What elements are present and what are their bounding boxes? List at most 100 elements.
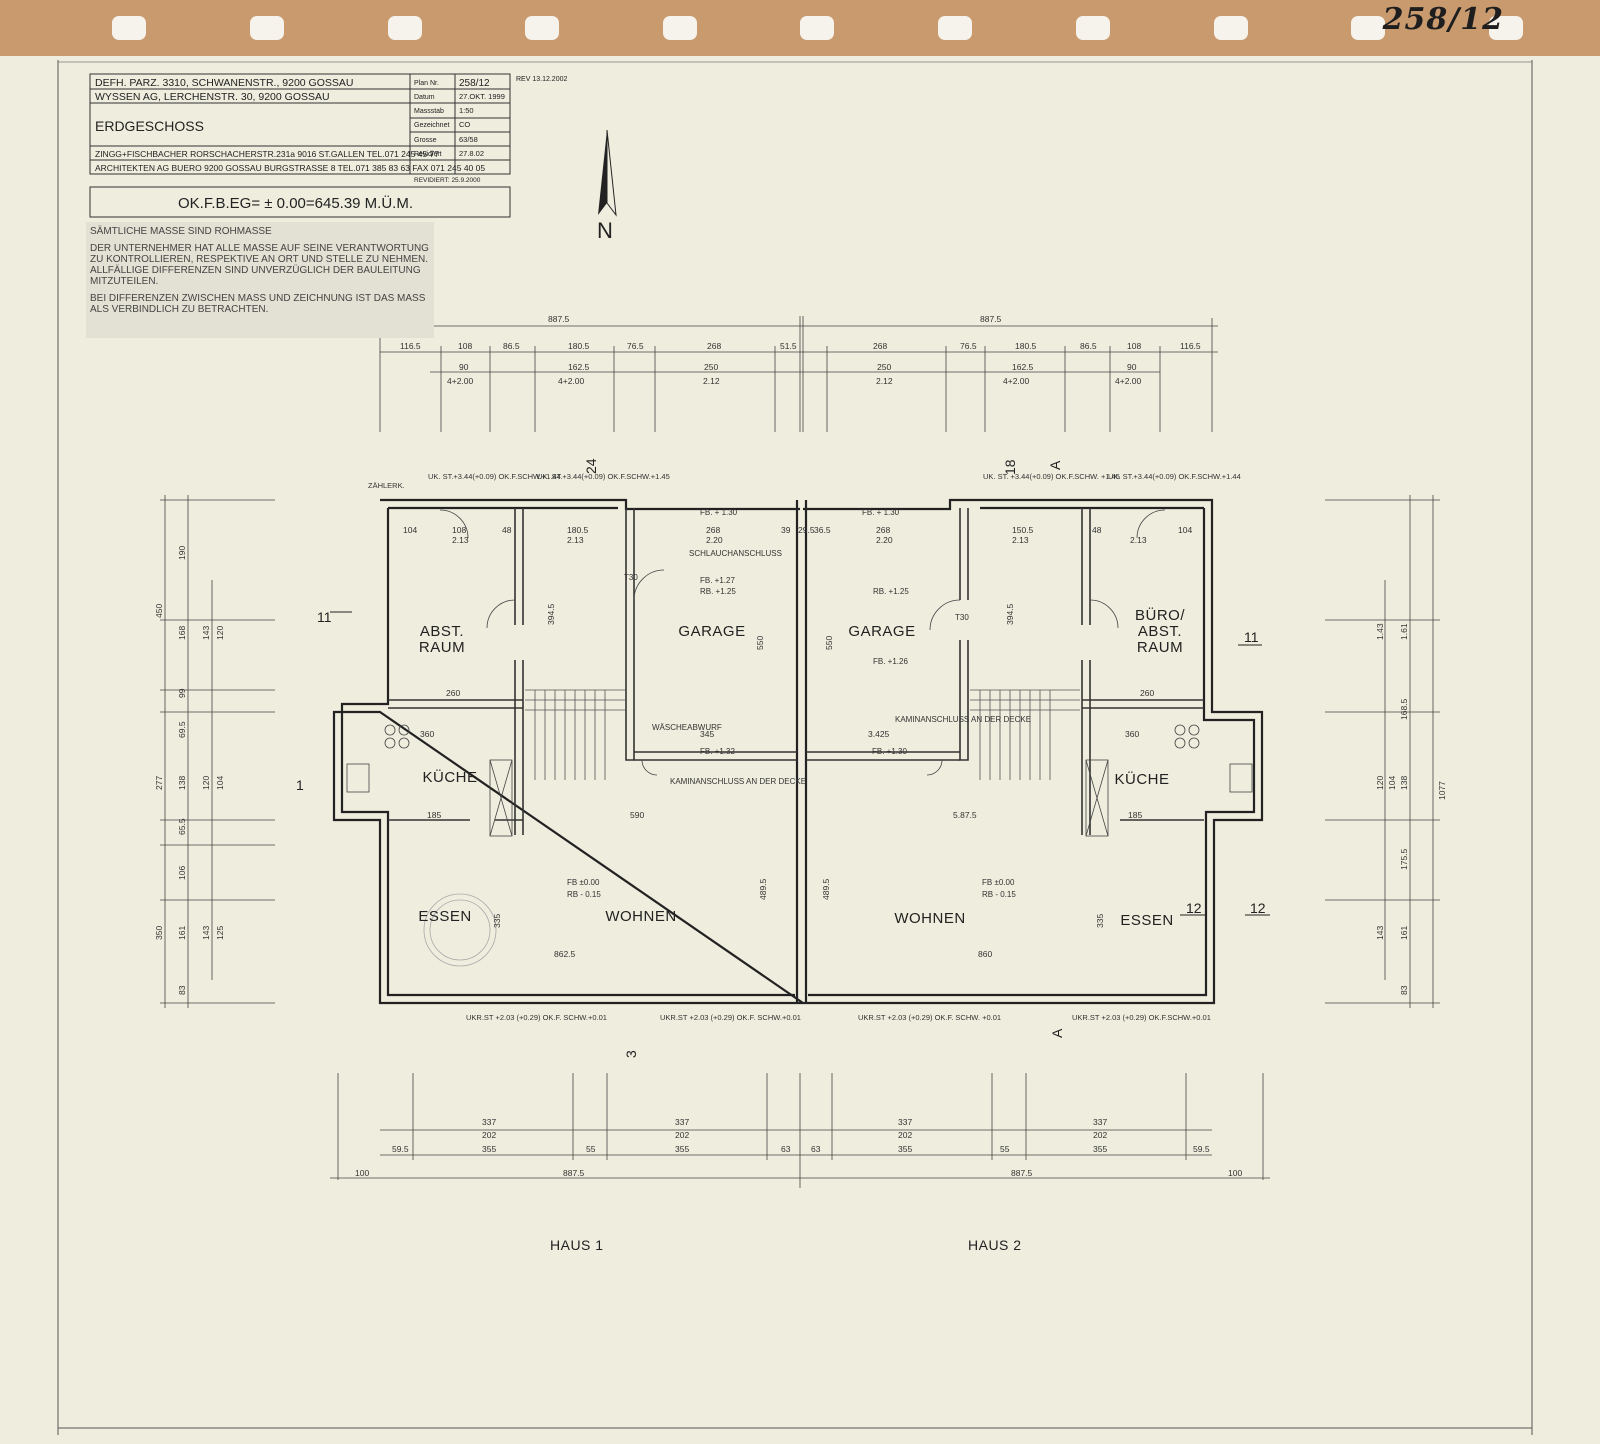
dim-top-opening: 162.5 (1012, 362, 1034, 372)
dim-bottom-chain: 202 (898, 1130, 912, 1140)
dim-top-chain: 76.5 (960, 341, 977, 351)
dim-top-chain: 180.5 (568, 341, 590, 351)
dim-right-chain: 1.61 (1399, 623, 1409, 640)
left-dimension-lines (160, 495, 275, 1008)
annotation-rb-garage-haus2: RB. +1.25 (873, 587, 909, 596)
film-hole (112, 16, 146, 40)
annotation-fb-wohnen-haus1: FB ±0.00 (567, 878, 600, 887)
dim-top-opening: 90 (459, 362, 469, 372)
dim-top-chain: 86.5 (503, 341, 520, 351)
section-marker: 1 (296, 777, 304, 793)
field-label-datum: Datum (414, 94, 435, 101)
dim-bottom-chain: 337 (482, 1117, 496, 1127)
room-label-haus1-kueche: KÜCHE (422, 769, 478, 786)
dim-right-chain: 1077 (1437, 781, 1447, 800)
annotation-uk-bottom-2: UKR.ST +2.03 (+0.29) OK.F. SCHW.+0.01 (660, 1013, 801, 1022)
stairs-haus1 (525, 689, 625, 780)
dim-top-chain: 268 (707, 341, 721, 351)
film-hole (388, 16, 422, 40)
annotation-uk-top-right: UK. ST.+3.44(+0.09) OK.F.SCHW.+1.44 (1108, 472, 1241, 481)
dim-top-opening: 90 (1127, 362, 1137, 372)
film-hole (1351, 16, 1385, 40)
field-label-gezeichnet: Gezeichnet (414, 122, 449, 129)
dim-top-opening: 162.5 (568, 362, 590, 372)
dim-interior: 108 (452, 525, 466, 535)
section-marker: 11 (1244, 629, 1259, 645)
field-value-gezeichnet: CO (459, 120, 470, 129)
handwritten-plan-number: 258/12 (1382, 2, 1504, 37)
dim-left-chain: 106 (177, 866, 187, 880)
annotation-uk-bottom-1: UKR.ST +2.03 (+0.29) OK.F. SCHW.+0.01 (466, 1013, 607, 1022)
kitchen-fixtures-haus1 (346, 724, 513, 837)
dim-left-chain: 69.5 (177, 721, 187, 738)
dim-interior: 2.13 (567, 535, 584, 545)
bottom-dimension-lines (330, 1073, 1270, 1188)
dim-top-opening: 4+2.00 (1115, 376, 1142, 386)
dim-left-chain: 120 (201, 776, 211, 790)
annotation-fb-garage-haus2: FB. +1.26 (873, 657, 908, 666)
dim-left-chain: 350 (154, 926, 164, 940)
annotation-fb-top-haus1: FB. + 1.30 (700, 508, 738, 517)
annotations: ZÄHLERK. UK. ST.+3.44(+0.09) OK.F.SCHW.+… (368, 472, 1241, 1022)
dim-left-chain: 277 (154, 776, 164, 790)
dim-interior: 48 (502, 525, 512, 535)
dim-right-chain: 120 (1375, 776, 1385, 790)
dim-right-chain: 168.5 (1399, 698, 1409, 720)
section-marker: 3 (623, 1050, 639, 1058)
room-label-haus2-wohnen: WOHNEN (894, 910, 966, 927)
dim-interior: 185 (1128, 810, 1142, 820)
film-strip: 258/12 (0, 0, 1600, 56)
dim-right-chain: 161 (1399, 926, 1409, 940)
right-dimension-lines (1325, 495, 1440, 1008)
dim-top-opening: 4+2.00 (447, 376, 474, 386)
dim-right-chain: 143 (1375, 926, 1385, 940)
dim-bottom-chain: 202 (1093, 1130, 1107, 1140)
dim-bottom-chain: 355 (1093, 1144, 1107, 1154)
section-marker: A (1049, 1028, 1065, 1038)
dim-interior: 860 (978, 949, 992, 959)
dim-interior: 268 (876, 525, 890, 535)
annotation-kaminanschluss-haus1: KAMINANSCHLUSS AN DER DECKE (670, 777, 806, 786)
dim-bottom-chain: 355 (482, 1144, 496, 1154)
annotation-rb-garage-haus1: RB. +1.25 (700, 587, 736, 596)
dim-interior: 2.13 (452, 535, 469, 545)
dim-top-opening: 250 (704, 362, 718, 372)
dim-left-chain: 161 (177, 926, 187, 940)
room-label-haus2-essen: ESSEN (1120, 912, 1174, 929)
dim-left-chain: 190 (177, 546, 187, 560)
dim-top-chain: 108 (458, 341, 472, 351)
field-label-massstab: Massstab (414, 108, 444, 115)
kitchen-fixtures-haus2 (1085, 724, 1253, 837)
dim-top-opening: 250 (877, 362, 891, 372)
section-marker: 24 (583, 458, 599, 474)
title-drawing-name: ERDGESCHOSS (95, 118, 204, 134)
revidiert-note: REVIDIERT: 25.9.2000 (414, 177, 481, 184)
note-unternehmer: DER UNTERNEHMER HAT ALLE MASSE AUF SEINE… (90, 243, 429, 287)
dim-interior: 335 (1095, 914, 1105, 928)
dim-left-chain: 120 (215, 626, 225, 640)
top-dimension-lines (379, 316, 1218, 432)
construction-notes: SÄMTLICHE MASSE SIND ROHMASSE DER UNTERN… (86, 222, 434, 338)
annotation-rb-wohnen-haus1: RB - 0.15 (567, 890, 601, 899)
annotation-fb-mid-haus1: FB. +1.32 (700, 747, 735, 756)
section-marker: 12 (1250, 900, 1266, 916)
dim-right-chain: 138 (1399, 776, 1409, 790)
annotation-fb-garage-haus1: FB. +1.27 (700, 576, 735, 585)
dining-table-sketch (423, 893, 497, 967)
annotation-uk-top-mid: UK. ST.+3.44(+0.09) OK.F.SCHW.+1.45 (537, 472, 670, 481)
dim-bottom-overall: 887.5 (1011, 1168, 1033, 1178)
dim-interior: 39 (781, 525, 791, 535)
left-dimension-labels: 450 190 168 143 120 99 69.5 277 138 120 … (154, 546, 225, 995)
dim-left-chain: 65.5 (177, 818, 187, 835)
dim-interior: 550 (755, 636, 765, 650)
annotation-fb-wohnen-haus2: FB ±0.00 (982, 878, 1015, 887)
dim-left-chain: 83 (177, 985, 187, 995)
north-arrow-icon: N (597, 129, 617, 243)
dim-right-chain: 175.5 (1399, 848, 1409, 870)
dim-top-overall-2: 887.5 (980, 314, 1002, 324)
dim-top-chain: 180.5 (1015, 341, 1037, 351)
dim-bottom-chain: 202 (482, 1130, 496, 1140)
film-hole (525, 16, 559, 40)
dim-interior: 335 (492, 914, 502, 928)
